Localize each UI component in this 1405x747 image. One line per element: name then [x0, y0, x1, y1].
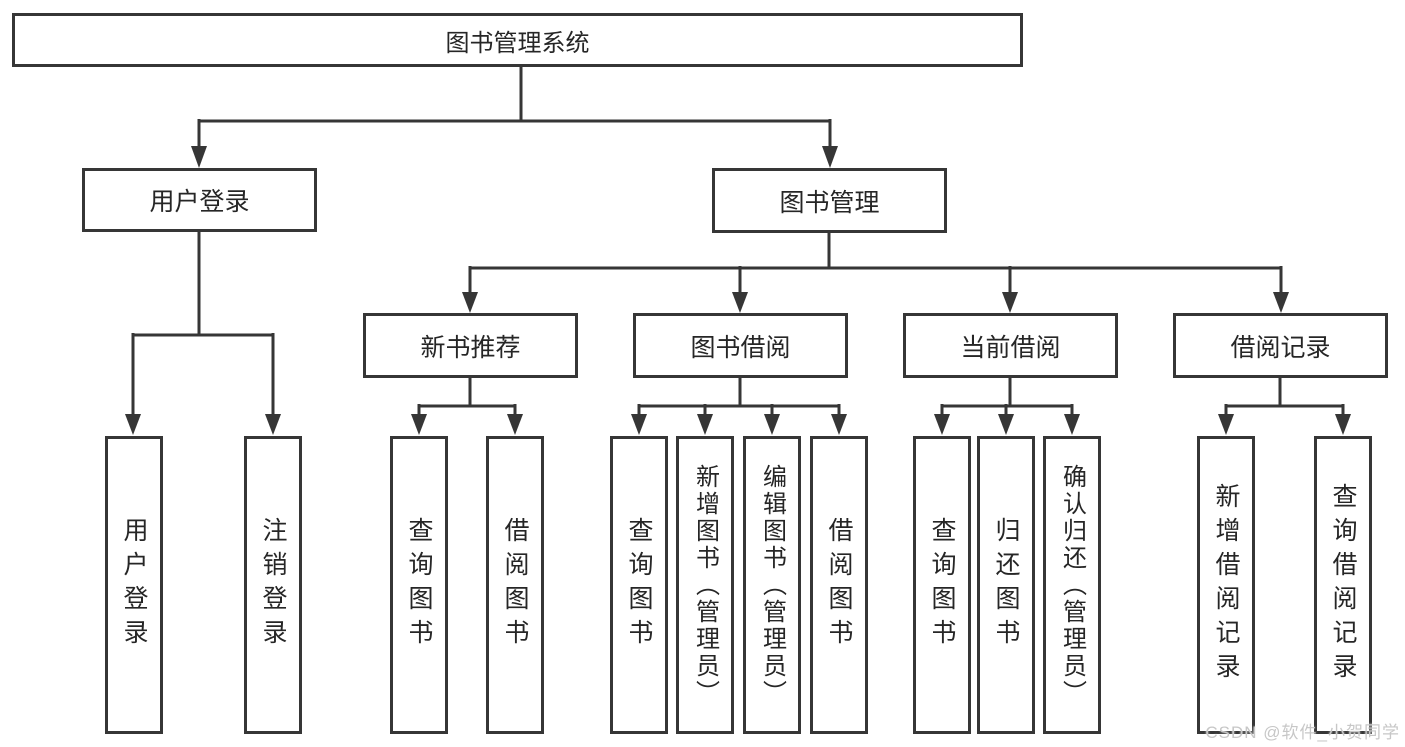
- leaf-label: 归还图书: [992, 517, 1020, 653]
- connector-root-to-level1: [191, 67, 838, 168]
- leaf-label: 查询图书: [405, 517, 433, 653]
- watermark: CSDN @软件_小贺同学: [1205, 723, 1400, 742]
- node-system-root: 图书管理系统: [12, 13, 1023, 67]
- connector-bookmgmt-to-level2: [462, 233, 1289, 313]
- node-current-borrow: 当前借阅: [903, 313, 1118, 378]
- leaf-logout: 注销登录: [244, 436, 302, 734]
- leaf-return-books: 归还图书: [977, 436, 1035, 734]
- leaf-query-books-current: 查询图书: [913, 436, 971, 734]
- connector-records-to-leaves: [1218, 378, 1351, 435]
- leaf-label: 查询图书: [928, 517, 956, 653]
- leaf-add-books-admin: 新增图书（管理员）: [676, 436, 734, 734]
- connector-current-to-leaves: [934, 378, 1080, 435]
- leaf-confirm-return-admin: 确认归还（管理员）: [1043, 436, 1101, 734]
- leaf-user-login: 用户登录: [105, 436, 163, 734]
- leaf-label: 借阅图书: [501, 517, 529, 653]
- connector-userlogin-to-leaves: [125, 232, 281, 435]
- leaf-label: 编辑图书（管理员）: [758, 463, 786, 707]
- leaf-label: 新增借阅记录: [1212, 483, 1240, 687]
- leaf-add-borrow-record: 新增借阅记录: [1197, 436, 1255, 734]
- leaf-query-books-recommend: 查询图书: [390, 436, 448, 734]
- leaf-label: 查询图书: [625, 517, 653, 653]
- leaf-borrow-books: 借阅图书: [810, 436, 868, 734]
- leaf-borrow-books-recommend: 借阅图书: [486, 436, 544, 734]
- leaf-edit-books-admin: 编辑图书（管理员）: [743, 436, 801, 734]
- leaf-label: 借阅图书: [825, 517, 853, 653]
- leaf-label: 注销登录: [259, 517, 287, 653]
- leaf-label: 查询借阅记录: [1329, 483, 1357, 687]
- leaf-label: 用户登录: [120, 517, 148, 653]
- node-borrow-records: 借阅记录: [1173, 313, 1388, 378]
- node-book-management: 图书管理: [712, 168, 947, 233]
- leaf-label: 确认归还（管理员）: [1058, 463, 1086, 707]
- leaf-query-borrow-record: 查询借阅记录: [1314, 436, 1372, 734]
- leaf-label: 新增图书（管理员）: [691, 463, 719, 707]
- connector-newbook-to-leaves: [411, 378, 523, 435]
- connector-borrow-to-leaves: [631, 378, 847, 435]
- node-book-borrow: 图书借阅: [633, 313, 848, 378]
- leaf-query-books-borrow: 查询图书: [610, 436, 668, 734]
- node-new-book-recommend: 新书推荐: [363, 313, 578, 378]
- node-user-login: 用户登录: [82, 168, 317, 232]
